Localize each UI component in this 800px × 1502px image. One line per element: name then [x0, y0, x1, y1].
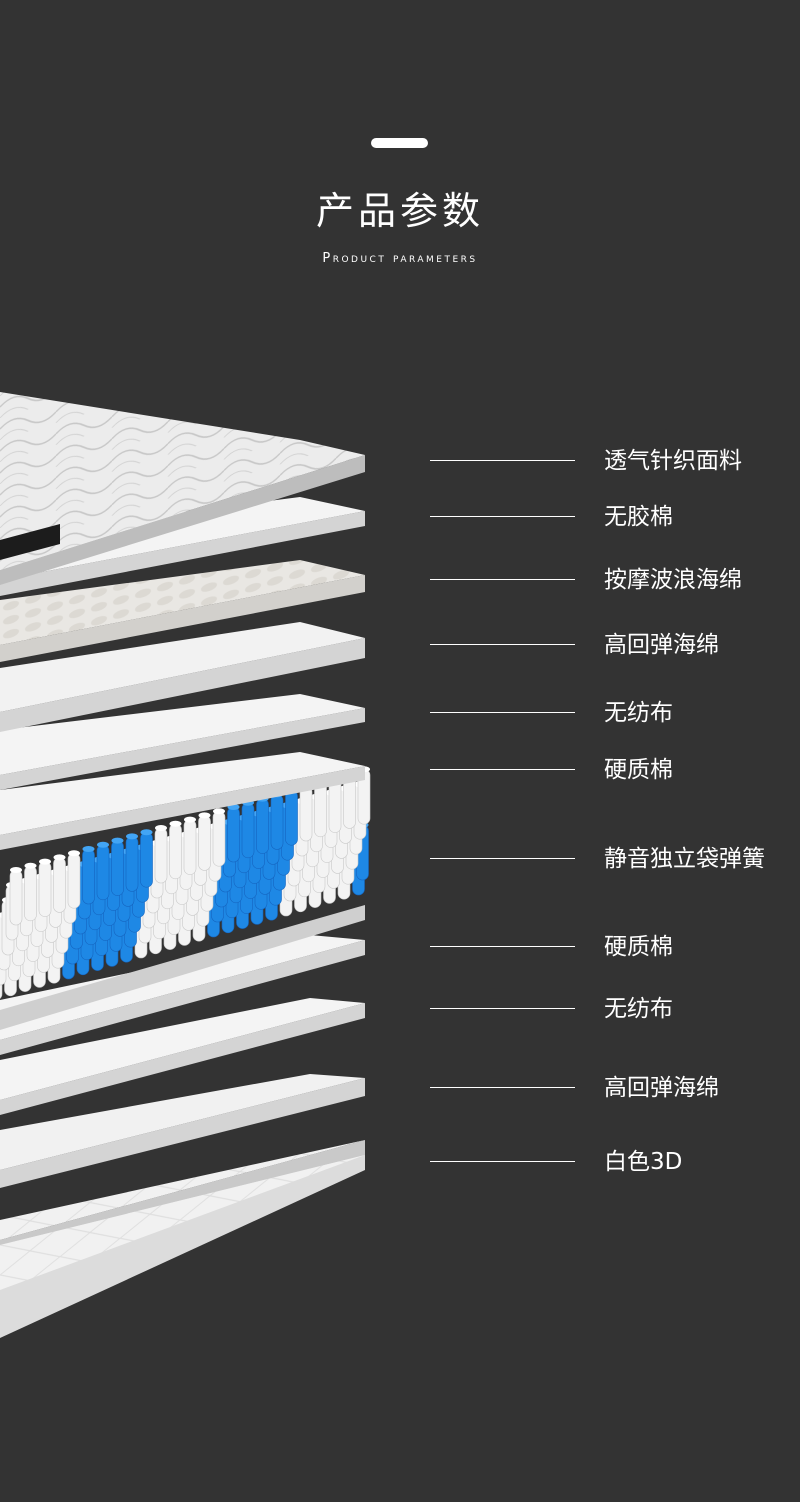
layer-nonwoven-lower	[0, 998, 365, 1115]
section-title: 产品参数	[315, 189, 484, 233]
leader-line	[430, 516, 575, 517]
leader-line	[430, 946, 575, 947]
leader-line	[430, 1161, 575, 1162]
leader-line	[430, 769, 575, 770]
layer-label: 白色3D	[604, 1149, 683, 1175]
layer-massage-wave-sponge	[0, 560, 365, 662]
leader-line	[430, 460, 575, 461]
leader-line	[430, 858, 575, 859]
leader-line	[430, 712, 575, 713]
layer-glue-free-cotton	[0, 497, 365, 596]
layer-label: 按摩波浪海绵	[604, 567, 742, 593]
leader-line	[430, 579, 575, 580]
layer-label: 静音独立袋弹簧	[604, 846, 765, 872]
layer-nonwoven-upper	[0, 694, 365, 790]
leader-line	[430, 1008, 575, 1009]
leader-line	[430, 1087, 575, 1088]
layer-label: 高回弹海绵	[604, 1075, 719, 1101]
layer-label: 高回弹海绵	[604, 632, 719, 658]
layer-label: 无纺布	[604, 996, 673, 1022]
layer-label: 硬质棉	[604, 934, 673, 960]
leader-line	[430, 644, 575, 645]
layer-3d-fabric	[0, 1140, 365, 1338]
title-accent-bar	[371, 138, 428, 148]
pocket-spring-layer	[0, 766, 371, 1030]
mattress-layers-illustration	[0, 392, 371, 1338]
layer-label: 硬质棉	[604, 757, 673, 783]
layer-hard-cotton-upper	[0, 752, 365, 850]
layer-label: 透气针织面料	[604, 448, 742, 474]
layer-label: 无胶棉	[604, 504, 673, 530]
layer-knit-fabric	[0, 392, 365, 585]
layer-high-resilience-sponge-lower	[0, 1074, 365, 1188]
layer-label: 无纺布	[604, 700, 673, 726]
section-subtitle: Product parameters	[322, 251, 478, 266]
layer-hard-cotton-lower	[0, 935, 365, 1055]
layer-high-resilience-sponge-upper	[0, 622, 365, 732]
